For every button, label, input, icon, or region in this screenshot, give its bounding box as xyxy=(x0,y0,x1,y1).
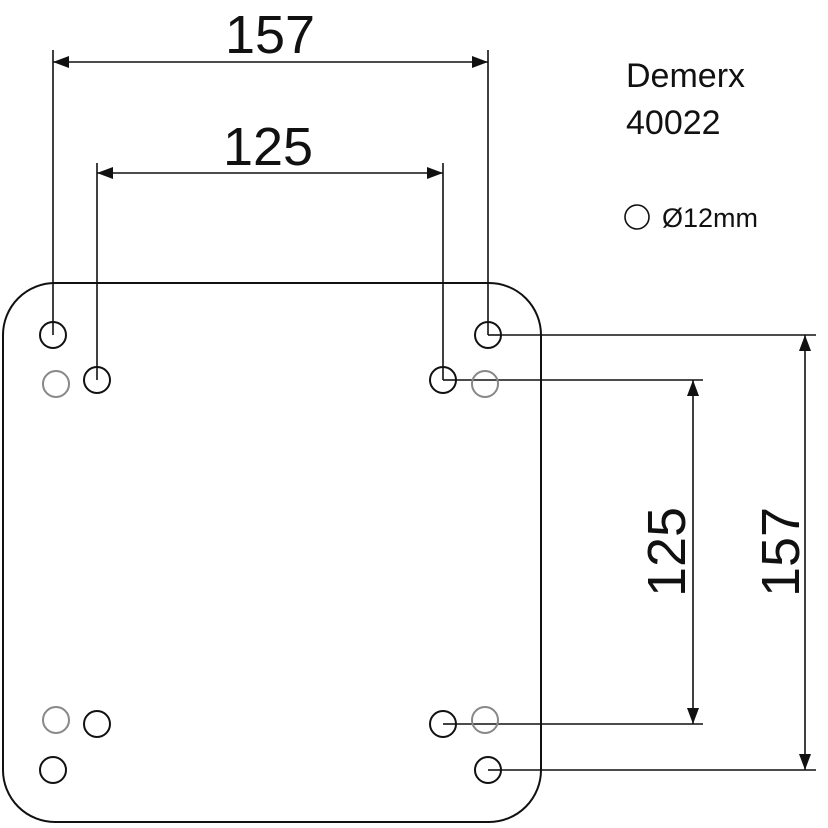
brand-name: Demerx xyxy=(626,57,745,95)
hole-icon xyxy=(42,706,70,734)
hole-icon xyxy=(39,756,67,784)
product-title: Demerx 40022 xyxy=(626,57,745,142)
dimension-label: 157 xyxy=(225,5,315,65)
extension-lines-vertical xyxy=(52,50,489,380)
extension-lines-horizontal xyxy=(443,334,816,771)
hole-icon xyxy=(42,370,70,398)
dimension-vertical-125: 125 xyxy=(637,380,699,724)
holes-125-pattern xyxy=(83,366,457,738)
hole-icon xyxy=(471,370,499,398)
dimension-horizontal-157: 157 xyxy=(53,5,488,68)
dimension-label: 125 xyxy=(637,507,697,597)
dimension-vertical-157: 157 xyxy=(751,335,811,770)
center-marks xyxy=(52,322,501,771)
dimension-label: 157 xyxy=(751,507,811,597)
legend: Ø12mm xyxy=(624,203,758,233)
dimension-horizontal-125: 125 xyxy=(97,117,443,179)
hole-legend-icon xyxy=(624,204,650,230)
holes-157-pattern xyxy=(39,321,502,784)
dimension-label: 125 xyxy=(223,117,313,177)
hole-icon xyxy=(471,706,499,734)
plate-outline xyxy=(2,282,542,823)
hole-diameter-label: Ø12mm xyxy=(662,203,758,233)
holes-secondary-pattern xyxy=(42,370,499,734)
model-number: 40022 xyxy=(626,104,721,142)
hole-icon xyxy=(83,710,111,738)
